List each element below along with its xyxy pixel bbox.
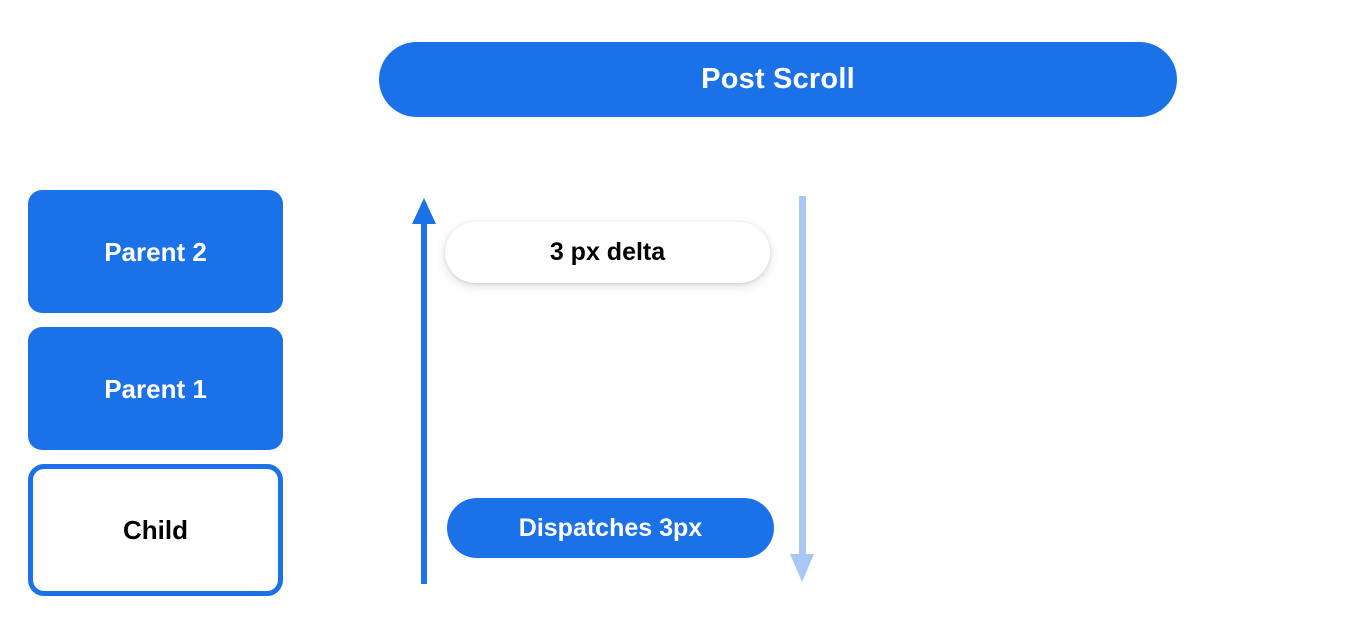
node-label-child: Child <box>123 515 188 545</box>
post-scroll-banner: Post Scroll <box>379 42 1177 117</box>
node-label-parent-2: Parent 2 <box>104 236 207 267</box>
delta-callout-chip: 3 px delta <box>445 222 770 283</box>
dispatch-callout-label: Dispatches 3px <box>518 513 703 542</box>
node-box-parent-1: Parent 1 <box>28 327 283 450</box>
node-stack: Parent 2 Parent 1 Child <box>28 190 283 596</box>
dispatch-callout-chip: Dispatches 3px <box>447 498 774 558</box>
propagate-down-arrow-icon <box>790 196 814 582</box>
node-box-child: Child <box>28 464 283 596</box>
delta-callout-label: 3 px delta <box>549 238 666 266</box>
node-box-parent-2: Parent 2 <box>28 190 283 313</box>
post-scroll-banner-label: Post Scroll <box>701 63 855 95</box>
node-label-parent-1: Parent 1 <box>104 373 207 404</box>
bubble-up-arrow-icon <box>412 198 436 584</box>
